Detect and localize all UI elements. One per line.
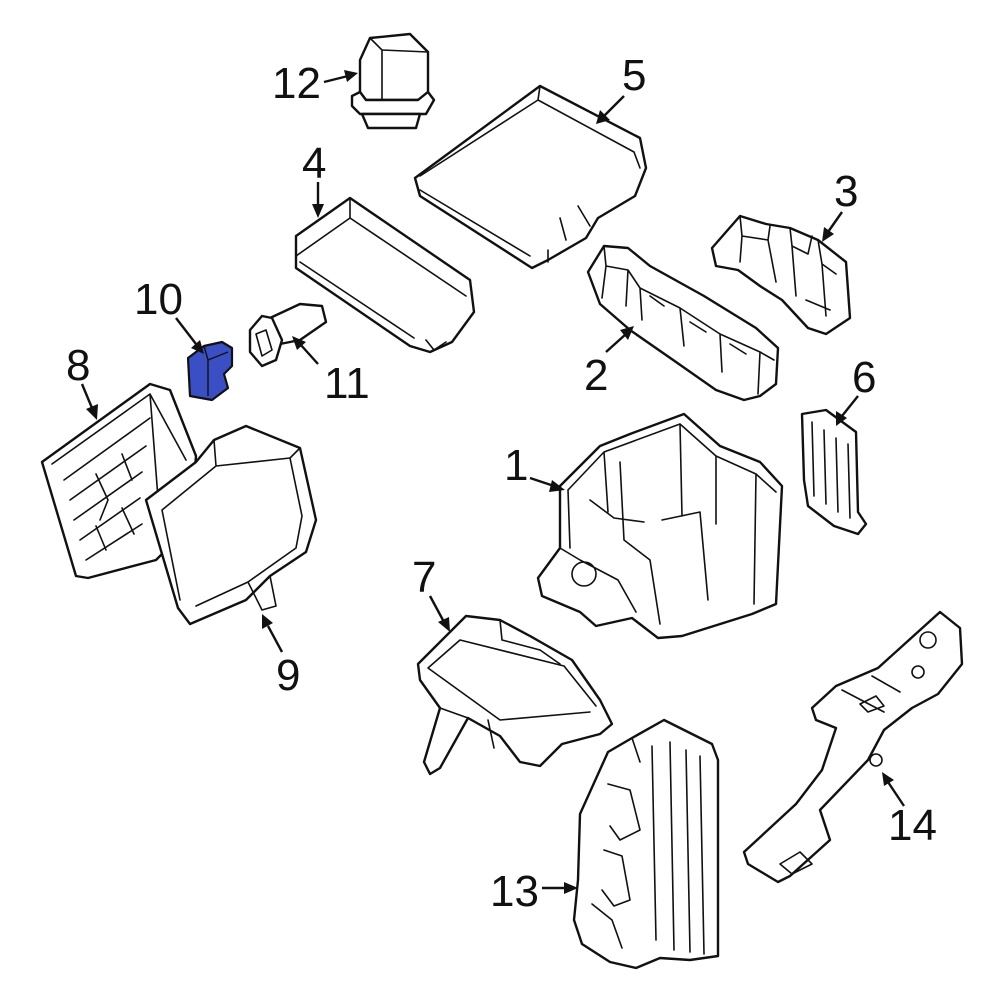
callout-3: 3 (834, 167, 858, 216)
part-1-lower-box[interactable] (536, 412, 784, 640)
part-3-relay-block[interactable] (710, 214, 852, 336)
callout-labels: 12 5 4 3 10 11 2 8 6 1 7 9 13 14 (66, 51, 937, 916)
part-5-cover[interactable] (413, 84, 648, 270)
callout-6: 6 (852, 353, 876, 402)
callout-7: 7 (412, 553, 436, 602)
callout-8: 8 (66, 341, 90, 390)
leader-lines (80, 70, 905, 894)
part-7-tray[interactable] (416, 614, 614, 776)
part-11-plug[interactable] (248, 302, 328, 368)
callout-1: 1 (504, 441, 528, 490)
callout-2: 2 (584, 351, 608, 400)
part-4-cover[interactable] (294, 196, 476, 354)
callout-10: 10 (134, 275, 183, 324)
part-9-frame[interactable] (144, 424, 318, 626)
part-12-relay[interactable] (350, 32, 436, 130)
callout-12: 12 (272, 59, 321, 108)
part-13-junction-block[interactable] (572, 718, 720, 970)
callout-11: 11 (324, 359, 370, 408)
part-2-fuse-block[interactable] (586, 244, 780, 402)
part-14-bracket[interactable] (742, 610, 964, 884)
callout-9: 9 (276, 651, 300, 700)
part-6-plate[interactable] (800, 408, 868, 536)
callout-5: 5 (622, 51, 646, 100)
callout-4: 4 (302, 139, 326, 188)
callout-14: 14 (888, 801, 937, 850)
callout-13: 13 (490, 867, 539, 916)
part-10-fuse-highlighted[interactable] (186, 340, 234, 402)
